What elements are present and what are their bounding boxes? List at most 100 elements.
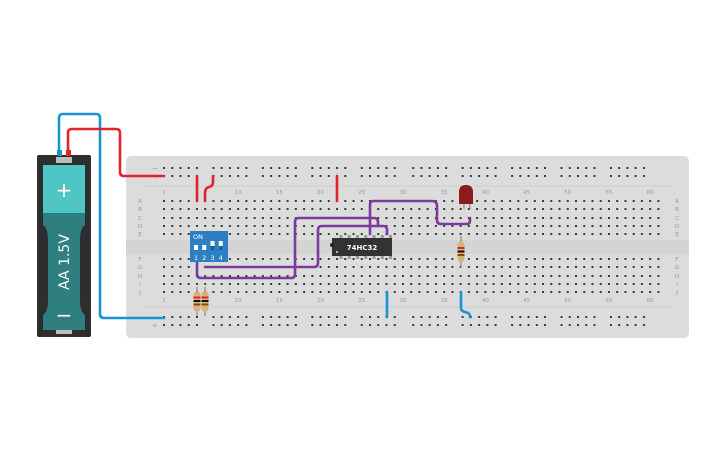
breadboard-hole[interactable]	[377, 258, 380, 260]
breadboard-hole[interactable]	[220, 200, 223, 202]
rail-hole[interactable]	[228, 167, 231, 169]
rail-hole[interactable]	[593, 175, 596, 177]
rail-hole[interactable]	[593, 167, 596, 169]
breadboard-hole[interactable]	[401, 283, 404, 285]
rail-hole[interactable]	[171, 324, 174, 326]
wire-purple[interactable]	[368, 199, 472, 236]
breadboard-hole[interactable]	[607, 225, 610, 227]
breadboard-hole[interactable]	[360, 283, 363, 285]
rail-hole[interactable]	[385, 324, 388, 326]
breadboard-hole[interactable]	[418, 208, 421, 210]
breadboard-hole[interactable]	[286, 291, 289, 293]
breadboard-hole[interactable]	[253, 217, 256, 219]
breadboard-hole[interactable]	[459, 208, 462, 210]
breadboard-hole[interactable]	[575, 217, 577, 219]
breadboard-hole[interactable]	[360, 291, 363, 293]
breadboard-hole[interactable]	[163, 258, 165, 260]
breadboard-hole[interactable]	[492, 275, 495, 277]
breadboard-hole[interactable]	[525, 291, 528, 293]
rail-hole[interactable]	[436, 324, 439, 326]
breadboard-hole[interactable]	[220, 283, 223, 285]
rail-hole[interactable]	[494, 167, 497, 169]
breadboard-hole[interactable]	[525, 258, 528, 260]
breadboard-hole[interactable]	[575, 233, 577, 235]
breadboard-hole[interactable]	[228, 283, 231, 285]
breadboard-hole[interactable]	[220, 275, 223, 277]
rail-hole[interactable]	[245, 316, 248, 318]
breadboard-hole[interactable]	[657, 291, 660, 293]
breadboard-hole[interactable]	[476, 208, 479, 210]
breadboard-hole[interactable]	[566, 266, 569, 268]
breadboard-hole[interactable]	[426, 291, 429, 293]
breadboard-hole[interactable]	[443, 217, 446, 219]
breadboard-hole[interactable]	[270, 225, 273, 227]
breadboard-hole[interactable]	[278, 225, 281, 227]
rail-hole[interactable]	[336, 324, 339, 326]
breadboard-hole[interactable]	[575, 283, 577, 285]
breadboard-hole[interactable]	[492, 217, 495, 219]
breadboard-hole[interactable]	[657, 225, 660, 227]
breadboard-hole[interactable]	[393, 275, 396, 277]
breadboard-hole[interactable]	[583, 258, 586, 260]
breadboard-hole[interactable]	[533, 225, 536, 227]
breadboard-hole[interactable]	[220, 291, 223, 293]
breadboard-hole[interactable]	[484, 233, 487, 235]
breadboard-hole[interactable]	[451, 225, 454, 227]
rail-hole[interactable]	[593, 316, 596, 318]
rail-hole[interactable]	[187, 167, 190, 169]
breadboard-hole[interactable]	[187, 208, 190, 210]
breadboard-hole[interactable]	[443, 225, 446, 227]
breadboard-hole[interactable]	[583, 208, 586, 210]
breadboard-hole[interactable]	[171, 217, 174, 219]
rail-hole[interactable]	[237, 316, 240, 318]
breadboard-hole[interactable]	[640, 233, 643, 235]
rail-hole[interactable]	[311, 316, 314, 318]
breadboard-hole[interactable]	[517, 291, 520, 293]
breadboard-hole[interactable]	[237, 200, 240, 202]
rail-hole[interactable]	[626, 324, 629, 326]
breadboard-hole[interactable]	[286, 233, 289, 235]
breadboard-hole[interactable]	[360, 275, 363, 277]
breadboard-hole[interactable]	[607, 200, 610, 202]
rail-hole[interactable]	[278, 175, 281, 177]
breadboard-hole[interactable]	[344, 233, 347, 235]
rail-hole[interactable]	[195, 316, 198, 318]
rail-hole[interactable]	[428, 175, 431, 177]
breadboard-hole[interactable]	[624, 275, 627, 277]
rail-hole[interactable]	[212, 324, 215, 326]
breadboard-hole[interactable]	[558, 266, 561, 268]
breadboard-hole[interactable]	[228, 200, 231, 202]
breadboard-hole[interactable]	[278, 283, 281, 285]
breadboard-hole[interactable]	[311, 275, 314, 277]
breadboard-hole[interactable]	[294, 283, 297, 285]
rail-hole[interactable]	[212, 167, 215, 169]
breadboard-hole[interactable]	[179, 275, 182, 277]
rail-hole[interactable]	[360, 316, 363, 318]
rail-hole[interactable]	[642, 324, 645, 326]
rail-hole[interactable]	[461, 316, 464, 318]
breadboard-hole[interactable]	[311, 291, 314, 293]
breadboard-hole[interactable]	[451, 208, 454, 210]
breadboard-hole[interactable]	[657, 258, 660, 260]
rail-hole[interactable]	[377, 167, 380, 169]
rail-hole[interactable]	[319, 316, 322, 318]
rail-hole[interactable]	[369, 167, 371, 169]
breadboard-hole[interactable]	[253, 200, 256, 202]
breadboard-hole[interactable]	[467, 225, 470, 227]
rail-hole[interactable]	[577, 316, 579, 318]
breadboard-hole[interactable]	[624, 200, 627, 202]
breadboard-hole[interactable]	[228, 258, 231, 260]
breadboard-hole[interactable]	[467, 291, 470, 293]
breadboard-hole[interactable]	[434, 258, 437, 260]
breadboard-hole[interactable]	[649, 291, 652, 293]
breadboard-hole[interactable]	[649, 217, 652, 219]
breadboard-hole[interactable]	[195, 225, 198, 227]
rail-hole[interactable]	[393, 324, 396, 326]
rail-hole[interactable]	[179, 324, 182, 326]
breadboard-hole[interactable]	[657, 283, 660, 285]
breadboard-hole[interactable]	[393, 291, 396, 293]
breadboard-hole[interactable]	[591, 258, 594, 260]
breadboard-hole[interactable]	[410, 233, 413, 235]
rail-hole[interactable]	[486, 324, 489, 326]
